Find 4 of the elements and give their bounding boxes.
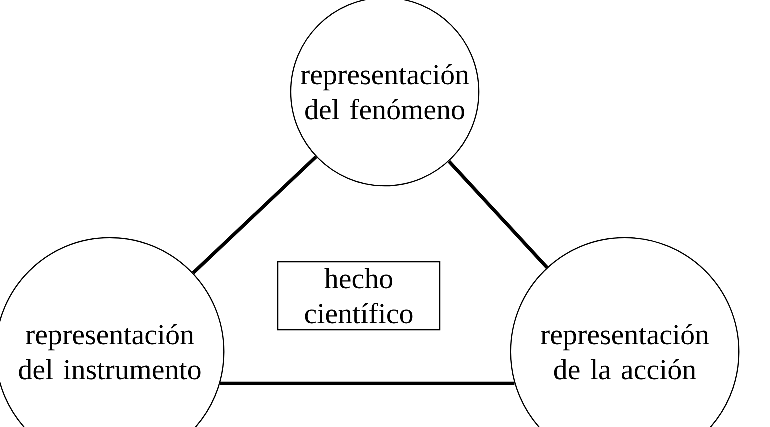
connector-line: [192, 156, 318, 274]
connector-line: [448, 160, 548, 269]
connector-line: [220, 382, 515, 386]
text-box: hecho científico: [277, 261, 441, 331]
